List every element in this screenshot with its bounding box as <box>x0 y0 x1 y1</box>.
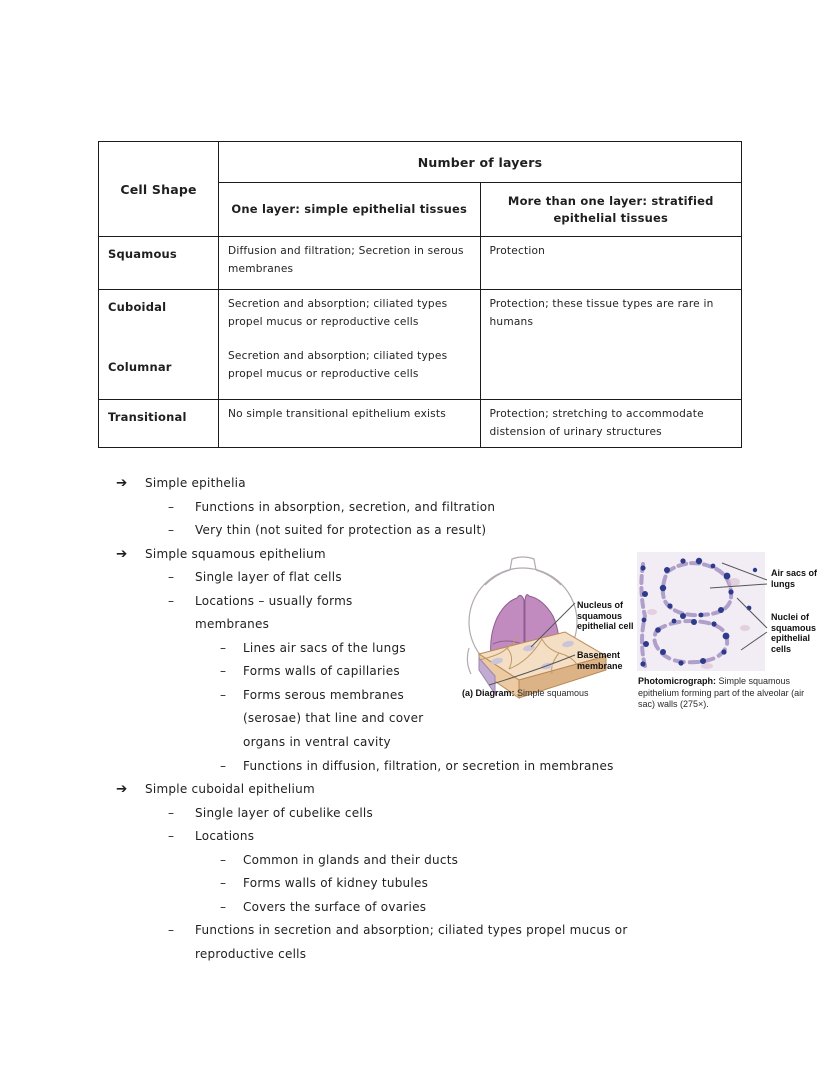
diagram-label-nucleus: Nucleus of squamous epithelial cell <box>577 600 634 631</box>
note-text: organs in ventral cavity <box>243 735 391 750</box>
note-line: – Locations – usually forms <box>0 590 828 614</box>
note-text: Locations – usually forms <box>195 593 353 608</box>
diagram-caption: (a) Diagram: Simple squamous <box>462 688 637 700</box>
note-text: Functions in diffusion, filtration, or s… <box>243 758 614 773</box>
note-line: – Very thin (not suited for protection as… <box>0 519 828 543</box>
dash-bullet-icon: – <box>220 899 226 914</box>
dash-bullet-icon: – <box>168 499 174 514</box>
note-line: (serosae) that line and cover <box>0 707 828 731</box>
note-line: – Forms walls of kidney tubules <box>0 872 828 896</box>
photomicrograph-figure: Air sacs of lungs Nuclei of squamous epi… <box>637 550 828 720</box>
note-line: ➔ Simple squamous epithelium <box>0 543 828 567</box>
dash-bullet-icon: – <box>168 523 174 538</box>
table-span-header: Number of layers <box>218 141 742 183</box>
diagram-label-basement-membrane: Basement membrane <box>577 650 623 671</box>
transitional-simple-cell: No simple transitional epithelium exists <box>228 408 446 420</box>
note-text: Forms walls of capillaries <box>243 664 400 679</box>
table-corner-header: Cell Shape <box>98 141 219 237</box>
arrow-bullet-icon: ➔ <box>116 545 128 562</box>
note-text: Functions in absorption, secretion, and … <box>195 499 496 514</box>
note-text: Single layer of flat cells <box>195 570 342 585</box>
note-text: Simple squamous epithelium <box>145 546 326 561</box>
note-line: – Forms walls of capillaries <box>0 660 828 684</box>
arrow-bullet-icon: ➔ <box>116 475 128 491</box>
diagram-caption-text: Simple squamous <box>514 688 589 698</box>
dash-bullet-icon: – <box>168 829 174 844</box>
torso-lungs-slab-illustration <box>466 556 608 699</box>
note-text: Simple cuboidal epithelium <box>145 782 315 797</box>
micrograph-label-nuclei: Nuclei of squamous epithelial cells <box>771 612 817 654</box>
note-line: – Covers the surface of ovaries <box>0 896 828 920</box>
dash-bullet-icon: – <box>168 923 174 938</box>
micrograph-label-air-sacs: Air sacs of lungs <box>771 568 818 589</box>
notes-list: ➔ Simple epithelia – Functions in absorptio… <box>0 472 828 966</box>
shape-name-squamous: Squamous <box>108 247 177 261</box>
alveolar-tissue-micrograph <box>637 552 768 671</box>
note-text: Simple epithelia <box>145 476 246 490</box>
table-col-header-stratified: More than one layer: stratified epitheli… <box>479 182 742 237</box>
note-text: Very thin (not suited for protection as … <box>195 523 487 538</box>
note-line: – Common in glands and their ducts <box>0 849 828 873</box>
columnar-simple-cell: Secretion and absorption; ciliated types… <box>228 350 448 380</box>
note-line: ➔ Simple cuboidal epithelium <box>0 778 828 802</box>
shape-name-columnar: Columnar <box>108 360 172 374</box>
simple-squamous-diagram-figure: Nucleus of squamous epithelial cell Base… <box>455 552 643 710</box>
note-text: Functions in secretion and absorption; c… <box>195 923 628 938</box>
note-text: Single layer of cubelike cells <box>195 805 373 820</box>
cuboidal-columnar-stratified-cell: Protection; these tissue types are rare … <box>489 298 714 328</box>
table-row-squamous: Squamous Diffusion and filtration; Secre… <box>98 236 742 290</box>
note-text: Lines air sacs of the lungs <box>243 640 406 655</box>
note-line: – Single layer of cubelike cells <box>0 802 828 826</box>
note-text: Common in glands and their ducts <box>243 852 459 867</box>
dash-bullet-icon: – <box>168 593 174 608</box>
dash-bullet-icon: – <box>220 758 226 773</box>
note-text: Forms serous membranes <box>243 687 405 702</box>
note-line: – Single layer of flat cells <box>0 566 828 590</box>
note-line: – Lines air sacs of the lungs <box>0 637 828 661</box>
note-line: – Functions in secretion and absorption; … <box>0 919 828 943</box>
note-line: reproductive cells <box>0 943 828 967</box>
micrograph-caption: Photomicrograph: Simple squamous epithel… <box>638 676 820 711</box>
epithelium-comparison-table: Cell Shape Number of layers One layer: s… <box>98 141 742 448</box>
dash-bullet-icon: – <box>220 640 226 655</box>
diagram-caption-lead: (a) Diagram: <box>462 688 515 698</box>
table-col-header-simple: One layer: simple epithelial tissues <box>218 182 481 237</box>
dash-bullet-icon: – <box>220 664 226 679</box>
squamous-stratified-cell: Protection <box>489 245 546 257</box>
note-line: – Locations <box>0 825 828 849</box>
table-row-transitional: Transitional No simple transitional epit… <box>98 399 742 448</box>
squamous-simple-cell: Diffusion and filtration; Secretion in s… <box>228 245 464 275</box>
dash-bullet-icon: – <box>220 876 226 891</box>
table-row-cuboidal-columnar: Cuboidal Columnar Secretion and absorpti… <box>98 289 742 400</box>
note-text: (serosae) that line and cover <box>243 711 424 726</box>
dash-bullet-icon: – <box>168 805 174 820</box>
micrograph-caption-lead: Photomicrograph: <box>638 676 716 686</box>
note-text: Locations <box>195 829 255 844</box>
note-text: Forms walls of kidney tubules <box>243 876 429 891</box>
dash-bullet-icon: – <box>168 570 174 585</box>
dash-bullet-icon: – <box>220 852 226 867</box>
cuboidal-simple-cell: Secretion and absorption; ciliated types… <box>228 298 448 328</box>
note-line: – Forms serous membranes <box>0 684 828 708</box>
note-text: membranes <box>195 617 270 632</box>
note-line: – Functions in diffusion, filtration, or … <box>0 755 828 779</box>
micrograph-caption-text: Simple squamous epithelium forming part … <box>638 676 805 709</box>
col-header-stratified-text: More than one layer: stratified epitheli… <box>507 193 714 225</box>
note-line: membranes <box>0 613 828 637</box>
shape-name-transitional: Transitional <box>108 410 187 424</box>
note-text: Covers the surface of ovaries <box>243 899 427 914</box>
dash-bullet-icon: – <box>220 687 226 702</box>
col-header-simple-text: One layer: simple epithelial tissues <box>231 202 468 216</box>
note-text: reproductive cells <box>195 946 307 961</box>
arrow-bullet-icon: ➔ <box>116 781 128 798</box>
shape-name-cuboidal: Cuboidal <box>108 300 167 314</box>
note-line: – Functions in absorption, secretion, and… <box>0 496 828 520</box>
note-line: organs in ventral cavity <box>0 731 828 755</box>
note-line: ➔ Simple epithelia <box>0 472 828 496</box>
transitional-stratified-cell: Protection; stretching to accommodate di… <box>489 408 704 438</box>
